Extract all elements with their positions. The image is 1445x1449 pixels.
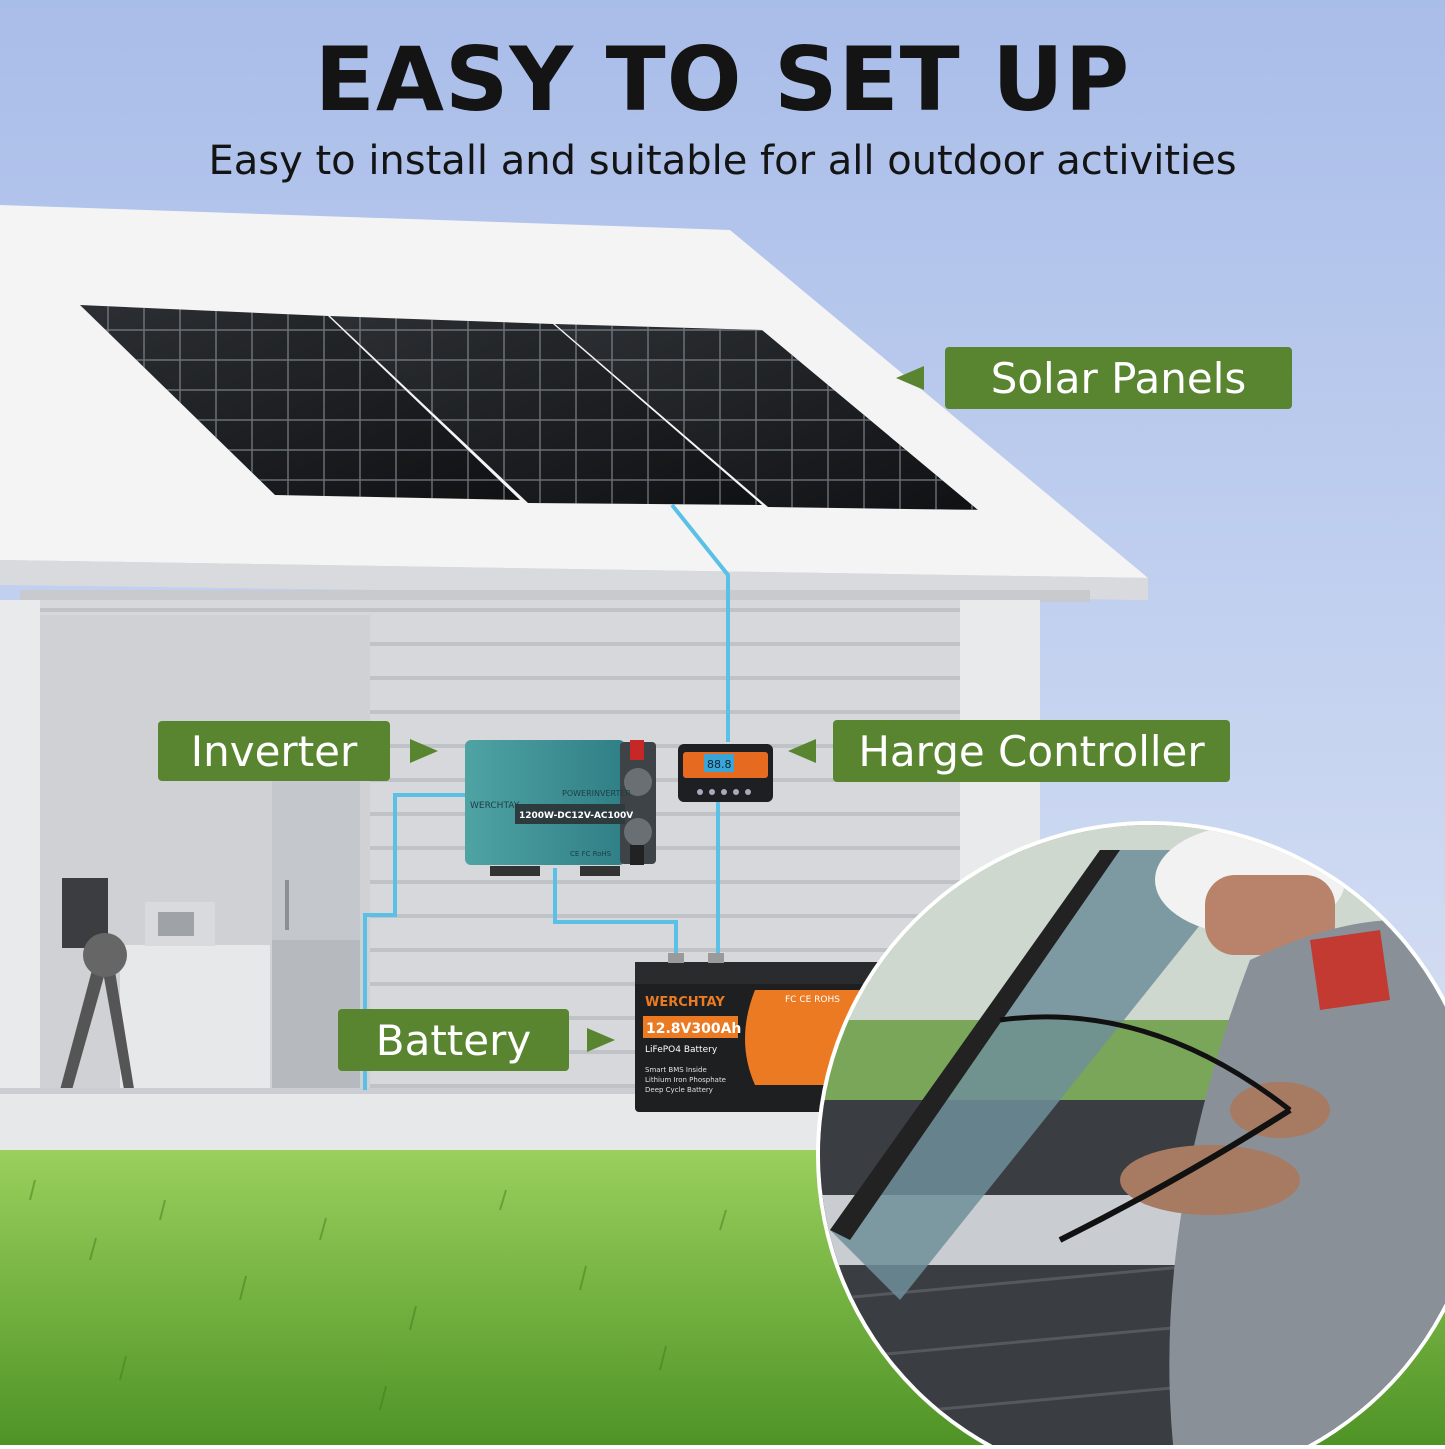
battery-line-3: Deep Cycle Battery	[645, 1086, 713, 1094]
battery-line-1: Smart BMS Inside	[645, 1066, 707, 1074]
inverter-label: Inverter	[158, 721, 390, 781]
inverter-marks: CE FC RoHS	[570, 850, 612, 858]
controller-display: 88.8	[707, 758, 732, 771]
page-subtitle: Easy to install and suitable for all out…	[208, 138, 1237, 184]
battery-line-2: Lithium Iron Phosphate	[645, 1076, 726, 1084]
battery-brand: WERCHTAY	[645, 995, 725, 1010]
inverter-arrow-icon	[410, 739, 438, 763]
solar-panels-arrow-icon	[896, 366, 924, 390]
battery-marks: FC CE ROHS	[785, 995, 840, 1005]
inverter-brand: WERCHTAY	[470, 801, 520, 811]
charge-controller-device: 88.8	[678, 744, 773, 802]
battery-label: Battery	[338, 1009, 569, 1071]
cables	[363, 503, 730, 1090]
battery-chemistry: LiFePO4 Battery	[645, 1045, 718, 1055]
controller-arrow-icon	[788, 739, 816, 763]
installer-photo	[816, 821, 1445, 1449]
inverter-type: POWERINVERTER	[562, 789, 631, 798]
solar-panels-label: Solar Panels	[945, 347, 1292, 409]
charge-controller-label: Harge Controller	[833, 720, 1230, 782]
page-title: EASY TO SET UP	[314, 28, 1131, 131]
battery-arrow-icon	[587, 1028, 615, 1052]
battery-capacity: 12.8V300Ah	[646, 1021, 741, 1037]
solar-panel-array	[80, 305, 978, 510]
inverter-model: 1200W-DC12V-AC100V	[519, 811, 633, 821]
inverter-device: WERCHTAY POWERINVERTER 1200W-DC12V-AC100…	[465, 740, 656, 876]
